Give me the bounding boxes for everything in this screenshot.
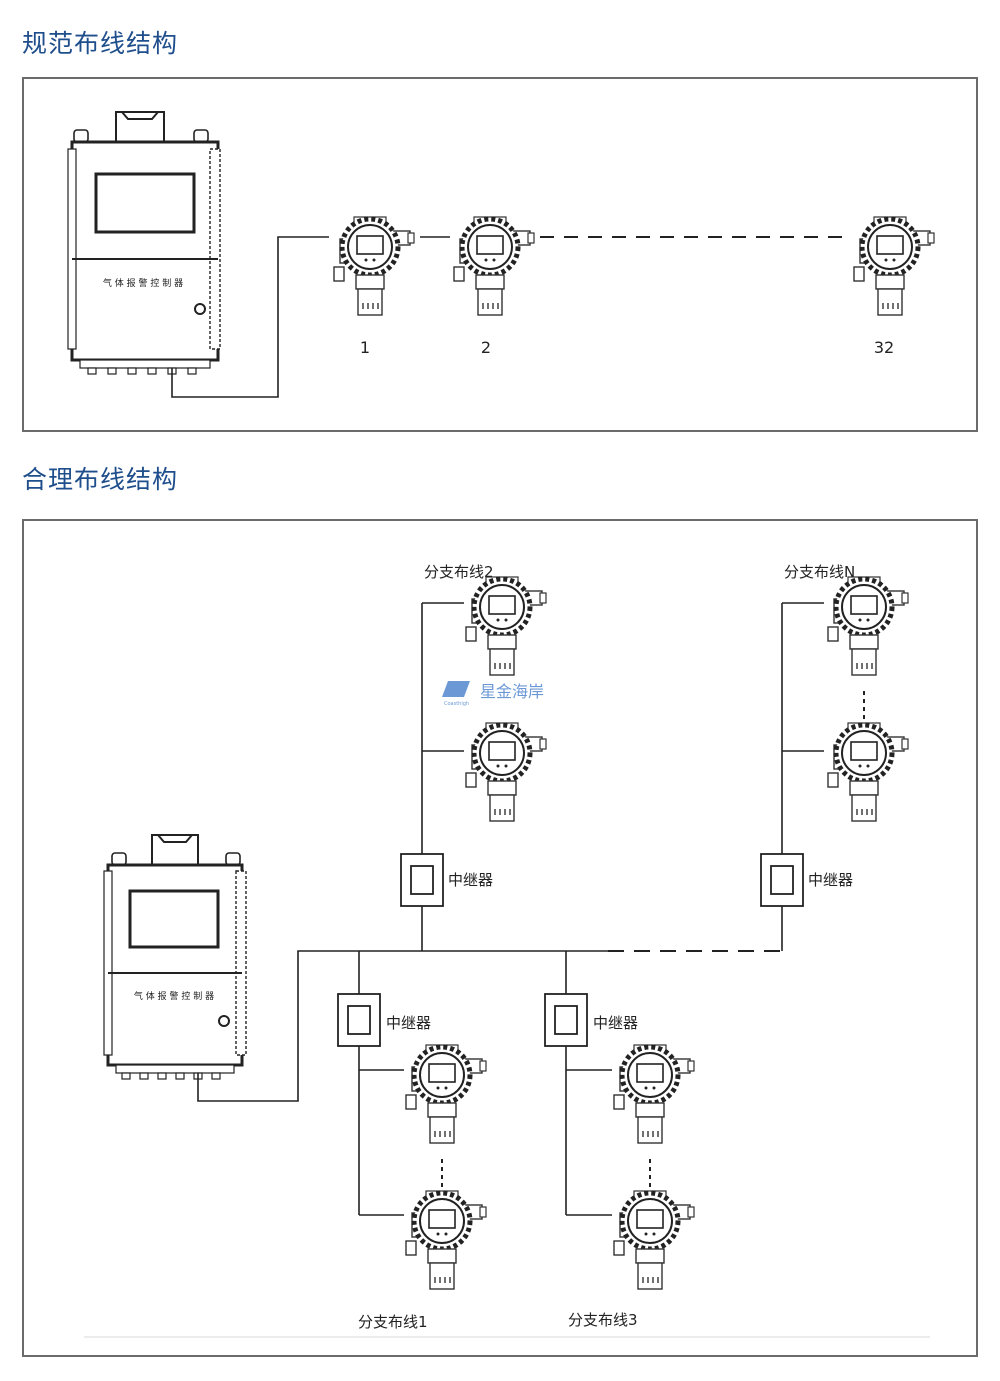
branch-label-1: 分支布线1 (358, 1313, 428, 1331)
detector-number-1: 1 (360, 338, 370, 357)
repeater-branch-2 (400, 853, 444, 907)
watermark-subtext: Coasthigh (444, 701, 469, 707)
repeater-label-branch-n: 中继器 (808, 871, 853, 889)
repeater-label-branch-1: 中继器 (386, 1014, 431, 1032)
detector-number-32: 32 (874, 338, 894, 357)
gas-detector-branch-2-a (466, 577, 546, 675)
repeater-label-branch-3: 中继器 (593, 1014, 638, 1032)
gas-detector-32 (854, 217, 934, 315)
watermark-logo: 星金海岸 Coasthigh (442, 681, 544, 707)
gas-detector-branch-3-a (614, 1045, 694, 1143)
detector-number-2: 2 (481, 338, 491, 357)
standard-wiring-lines (171, 236, 844, 398)
gas-detector-branch-n-a (828, 577, 908, 675)
watermark-text: 星金海岸 (480, 682, 544, 701)
reasonable-wiring-lines (197, 602, 865, 1216)
controller-label: 气 体 报 警 控 制 器 (103, 277, 183, 289)
standard-wiring-diagram: 气 体 报 警 控 制 器 1 2 32 (67, 111, 976, 398)
gas-detector-branch-1-b (406, 1191, 486, 1289)
repeater-label-branch-2: 中继器 (448, 871, 493, 889)
gas-detector-1 (334, 217, 414, 315)
gas-detector-branch-3-b (614, 1191, 694, 1289)
gas-alarm-controller: 气 体 报 警 控 制 器 (67, 111, 221, 375)
branch-label-2: 分支布线2 (424, 563, 494, 581)
standard-wiring-panel: 气 体 报 警 控 制 器 1 2 32 (22, 77, 978, 432)
gas-alarm-controller: 气 体 报 警 控 制 器 (103, 834, 247, 1080)
gas-detector-branch-2-b (466, 723, 546, 821)
section-title-reasonable: 合理布线结构 (22, 465, 179, 494)
branch-label-n: 分支布线N (784, 563, 855, 581)
gas-detector-branch-1-a (406, 1045, 486, 1143)
reasonable-wiring-panel: 气 体 报 警 控 制 器 (22, 519, 978, 1357)
repeater-branch-1 (337, 993, 381, 1047)
branch-label-3: 分支布线3 (568, 1311, 638, 1329)
controller-label: 气 体 报 警 控 制 器 (134, 990, 214, 1002)
reasonable-wiring-diagram: 气 体 报 警 控 制 器 (84, 563, 930, 1338)
repeater-branch-3 (544, 993, 588, 1047)
gas-detector-2 (454, 217, 534, 315)
repeater-branch-n (760, 853, 804, 907)
gas-detector-branch-n-b (828, 723, 908, 821)
section-title-standard: 规范布线结构 (22, 29, 179, 58)
